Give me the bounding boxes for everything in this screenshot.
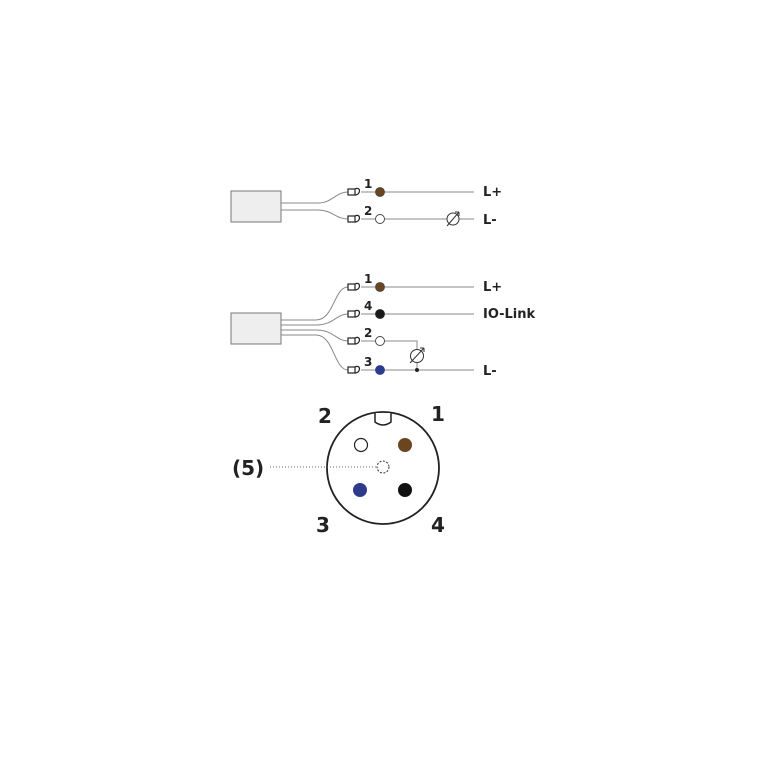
pin-number: 2: [364, 204, 372, 218]
terminal-loop-icon: [354, 336, 361, 345]
terminal-ferrule-icon: [347, 283, 356, 291]
wire-color-dot-blue: [375, 365, 385, 375]
wire-color-dot-black: [375, 309, 385, 319]
junction-dot: [415, 368, 419, 372]
wire-line: [361, 340, 418, 349]
load-symbol-icon: [409, 347, 425, 364]
connector-face: 1 2 3 4 (5): [232, 402, 445, 537]
signal-label: L-: [483, 213, 497, 228]
terminal-loop-icon: [354, 214, 361, 223]
connector-pin-1-brown: [398, 438, 412, 452]
wire-color-dot-brown: [375, 187, 385, 197]
terminal-ferrule-icon: [347, 337, 356, 345]
connector-label-pin-3: 3: [316, 513, 330, 537]
terminal-ferrule-icon: [347, 215, 356, 223]
pin-number: 3: [364, 355, 372, 369]
diagram-2-wire: 1 L+ 2 L-: [230, 177, 502, 228]
wire-color-dot-brown: [375, 282, 385, 292]
terminal-loop-icon: [354, 282, 361, 291]
sensor-body: [230, 312, 282, 345]
wire-row-l-minus: 3 L-: [347, 355, 497, 379]
cable-bundle: [281, 286, 349, 371]
signal-label: L+: [483, 280, 502, 295]
signal-label: L-: [483, 364, 497, 379]
terminal-ferrule-icon: [347, 188, 356, 196]
wire-row-l-minus: 2 L-: [347, 204, 497, 228]
wire-color-dot-white: [375, 336, 385, 346]
terminal-ferrule-icon: [347, 366, 356, 374]
wire-row-load: 2: [347, 326, 425, 370]
diagram-4-wire: 1 L+ 4 IO-Link 2: [230, 272, 536, 379]
cable-bundle: [281, 191, 349, 220]
pin-number: 4: [364, 299, 372, 313]
connector-pin-4-black: [398, 483, 412, 497]
sensor-body: [230, 190, 282, 223]
terminal-loop-icon: [354, 309, 361, 318]
terminal-loop-icon: [354, 365, 361, 374]
connector-pin-3-blue: [353, 483, 367, 497]
signal-label: L+: [483, 185, 502, 200]
wire-row-l-plus: 1 L+: [347, 177, 502, 200]
connector-label-pin-5: (5): [232, 456, 264, 480]
wire-row-io-link: 4 IO-Link: [347, 299, 536, 322]
pin-number: 1: [364, 272, 372, 286]
connector-label-pin-4: 4: [431, 513, 445, 537]
connector-label-pin-2: 2: [318, 404, 332, 428]
terminal-loop-icon: [354, 187, 361, 196]
connector-pin-2-white: [353, 437, 369, 453]
signal-label: IO-Link: [483, 307, 536, 322]
coding-key-icon: [374, 413, 392, 426]
load-symbol-icon: [446, 211, 460, 227]
wire-color-dot-white: [375, 214, 385, 224]
wire-row-l-plus: 1 L+: [347, 272, 502, 295]
connector-label-pin-1: 1: [431, 402, 445, 426]
pin-number: 1: [364, 177, 372, 191]
connector-pin-5-optional: [376, 460, 390, 474]
pin-number: 2: [364, 326, 372, 340]
terminal-ferrule-icon: [347, 310, 356, 318]
